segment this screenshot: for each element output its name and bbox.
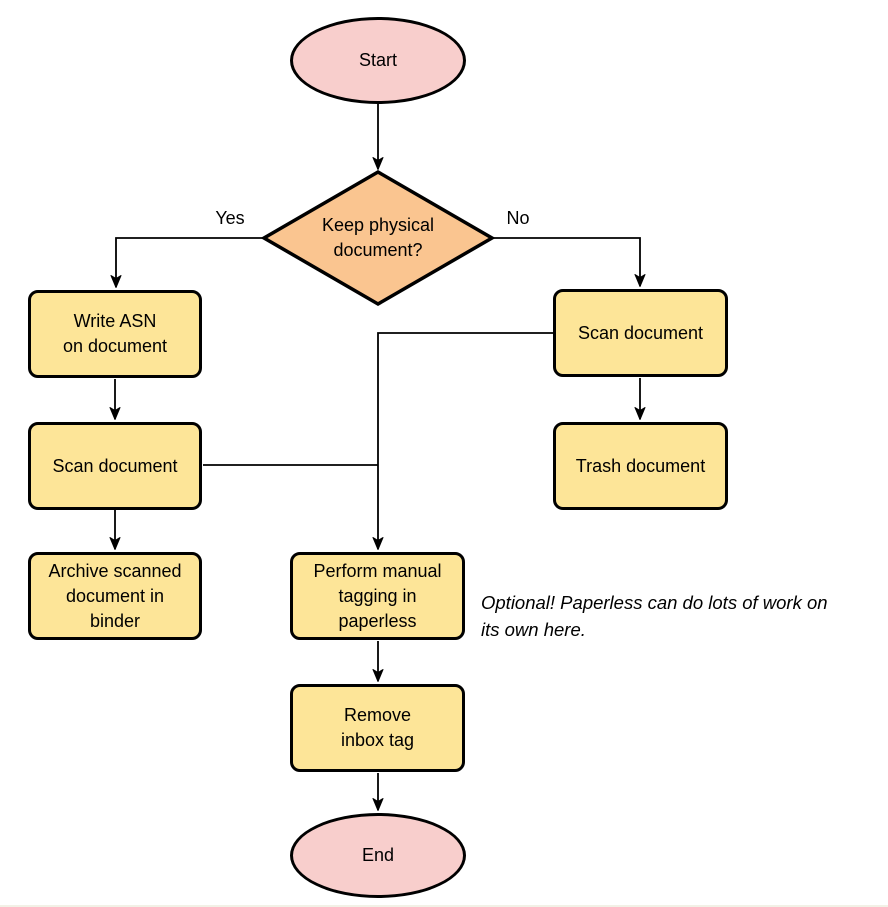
node-start-label: Start	[358, 50, 397, 70]
edge-label-no: No	[506, 208, 530, 228]
edge-scan-right-to-tagging	[372, 332, 553, 550]
node-write-asn: Write ASN on document	[28, 290, 202, 378]
node-archive-binder: Archive scanned document in binder	[28, 552, 202, 640]
node-start: Start	[290, 17, 466, 104]
edge-decision-yes-to-write-asn	[110, 237, 264, 288]
node-trash-document: Trash document	[553, 422, 728, 510]
node-write-asn-label: Write ASN on document	[62, 311, 168, 356]
node-scan-document-left-label: Scan document	[52, 455, 178, 476]
node-manual-tagging: Perform manual tagging in paperless	[290, 552, 465, 640]
node-remove-inbox-tag-label: Remove inbox tag	[340, 705, 415, 750]
node-archive-binder-label: Archive scanned document in binder	[48, 560, 182, 631]
node-end: End	[290, 813, 466, 898]
edge-label-yes: Yes	[215, 208, 245, 228]
optional-note: Optional! Paperless can do lots of work …	[481, 592, 828, 640]
node-scan-document-left: Scan document	[28, 422, 202, 510]
page-bottom-edge	[0, 905, 888, 907]
node-end-label: End	[361, 845, 395, 865]
decision-diamond-shape	[260, 169, 496, 307]
node-remove-inbox-tag: Remove inbox tag	[290, 684, 465, 772]
node-decision-label: Keep physical document?	[321, 215, 435, 260]
node-scan-document-right-label: Scan document	[577, 322, 704, 343]
node-trash-document-label: Trash document	[575, 455, 706, 476]
node-scan-document-right: Scan document	[553, 289, 728, 377]
edge-decision-no-to-scan-right	[492, 237, 646, 287]
node-manual-tagging-label: Perform manual tagging in paperless	[313, 560, 442, 631]
